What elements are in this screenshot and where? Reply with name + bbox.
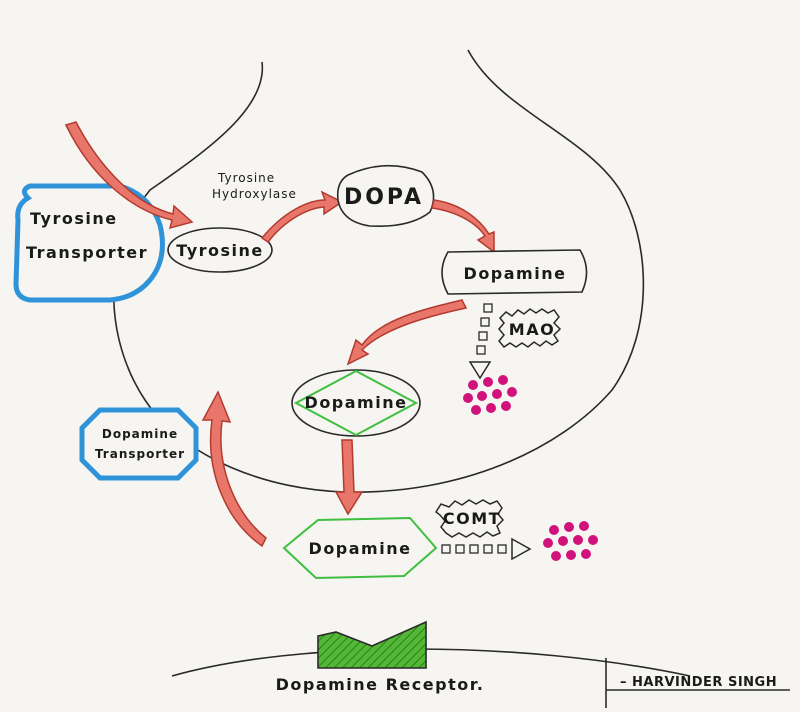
dopamine-synaptic-node bbox=[282, 516, 438, 580]
dopamine-receptor-label: Dopamine Receptor. bbox=[276, 675, 485, 694]
comt-label: COMT bbox=[443, 509, 501, 528]
mao-label: MAO bbox=[509, 320, 555, 339]
mao-burst bbox=[498, 308, 562, 348]
arrow-release bbox=[334, 439, 364, 516]
dopa-label: DOPA bbox=[344, 185, 424, 210]
enzyme-label-1: Tyrosine bbox=[217, 171, 275, 185]
dopamine-transporter-label-2: Transporter bbox=[95, 447, 185, 461]
dopamine-vesicle-label: Dopamine bbox=[305, 393, 408, 412]
dopamine-receptor-shape bbox=[317, 620, 427, 669]
signature-label: – HARVINDER SINGH bbox=[620, 675, 777, 690]
dopamine-synth-label: Dopamine bbox=[464, 264, 567, 283]
tyrosine-label: Tyrosine bbox=[176, 241, 264, 260]
dopamine-transporter-shape bbox=[79, 407, 199, 481]
mao-arrowhead bbox=[468, 361, 492, 380]
postsynaptic-membrane bbox=[171, 648, 691, 677]
tyrosine-node bbox=[167, 227, 273, 273]
comt-arrowhead bbox=[511, 537, 532, 561]
tyrosine-transporter-label-1: Tyrosine bbox=[30, 209, 118, 228]
comt-dotted-path bbox=[441, 544, 507, 554]
dopamine-synth-node bbox=[441, 249, 588, 295]
mao-metabolites bbox=[463, 375, 517, 415]
dopamine-synaptic-label: Dopamine bbox=[309, 539, 412, 558]
tyrosine-transporter-shape bbox=[13, 183, 165, 303]
dopa-node bbox=[336, 164, 435, 228]
arrow-dopa-to-dopamine bbox=[431, 199, 495, 254]
vesicle-diamond bbox=[293, 369, 419, 437]
arrow-uptake bbox=[64, 121, 194, 230]
arrow-reuptake bbox=[201, 390, 267, 548]
mao-dotted-path bbox=[476, 303, 493, 355]
comt-burst bbox=[434, 499, 505, 538]
comt-metabolites bbox=[543, 521, 598, 561]
dopamine-transporter-label-1: Dopamine bbox=[102, 427, 178, 441]
arrow-tyrosine-to-dopa bbox=[260, 190, 344, 244]
enzyme-label-2: Hydroxylase bbox=[212, 187, 297, 201]
arrow-to-vesicle bbox=[346, 299, 468, 366]
tyrosine-transporter-label-2: Transporter bbox=[26, 243, 148, 262]
